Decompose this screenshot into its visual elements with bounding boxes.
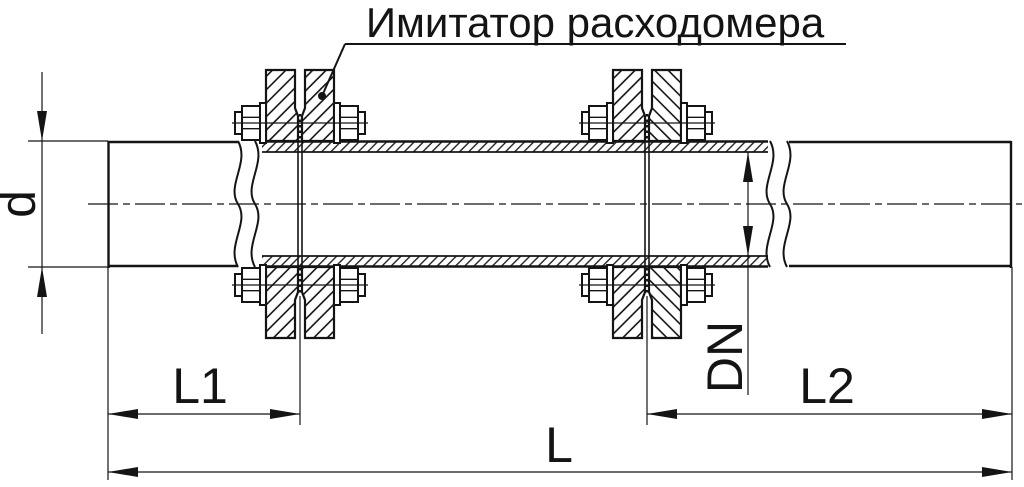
pipe-wall-top-hatch <box>262 141 768 152</box>
leader-line <box>321 43 846 97</box>
flange-block <box>300 265 336 340</box>
flange-block <box>264 265 300 340</box>
dimension-l1: L1 <box>108 358 300 419</box>
flange-block <box>647 68 683 143</box>
arrowhead <box>37 267 47 297</box>
dimension-l2: L2 <box>647 358 1012 419</box>
flange-block <box>647 265 683 340</box>
arrowhead <box>108 409 138 419</box>
left-flange-assembly <box>232 68 368 340</box>
arrowhead <box>270 409 300 419</box>
flange-block <box>611 68 647 143</box>
dimension-l1-label: L1 <box>172 358 228 414</box>
title-label: Имитатор расходомера <box>366 0 825 46</box>
flange-block <box>264 68 300 143</box>
flange-block <box>611 265 647 340</box>
dimension-l2-label: L2 <box>799 358 855 414</box>
dimension-d: d <box>0 72 108 334</box>
dimension-l-label: L <box>545 417 573 473</box>
arrowhead <box>982 467 1012 477</box>
right-flange-assembly <box>579 68 715 340</box>
arrowhead <box>37 111 47 141</box>
dimension-d-label: d <box>0 190 46 218</box>
extension-lines <box>107 267 1013 480</box>
arrowhead <box>743 152 753 182</box>
title-callout: Имитатор расходомера <box>318 0 846 100</box>
arrowhead <box>743 226 753 256</box>
dimension-l: L <box>108 417 1012 477</box>
pipe-wall-bottom-hatch <box>262 256 768 267</box>
arrowhead <box>108 467 138 477</box>
dimension-dn-label: DN <box>697 321 753 393</box>
arrowhead <box>982 409 1012 419</box>
dimension-dn: DN <box>697 152 753 395</box>
arrowhead <box>647 409 677 419</box>
